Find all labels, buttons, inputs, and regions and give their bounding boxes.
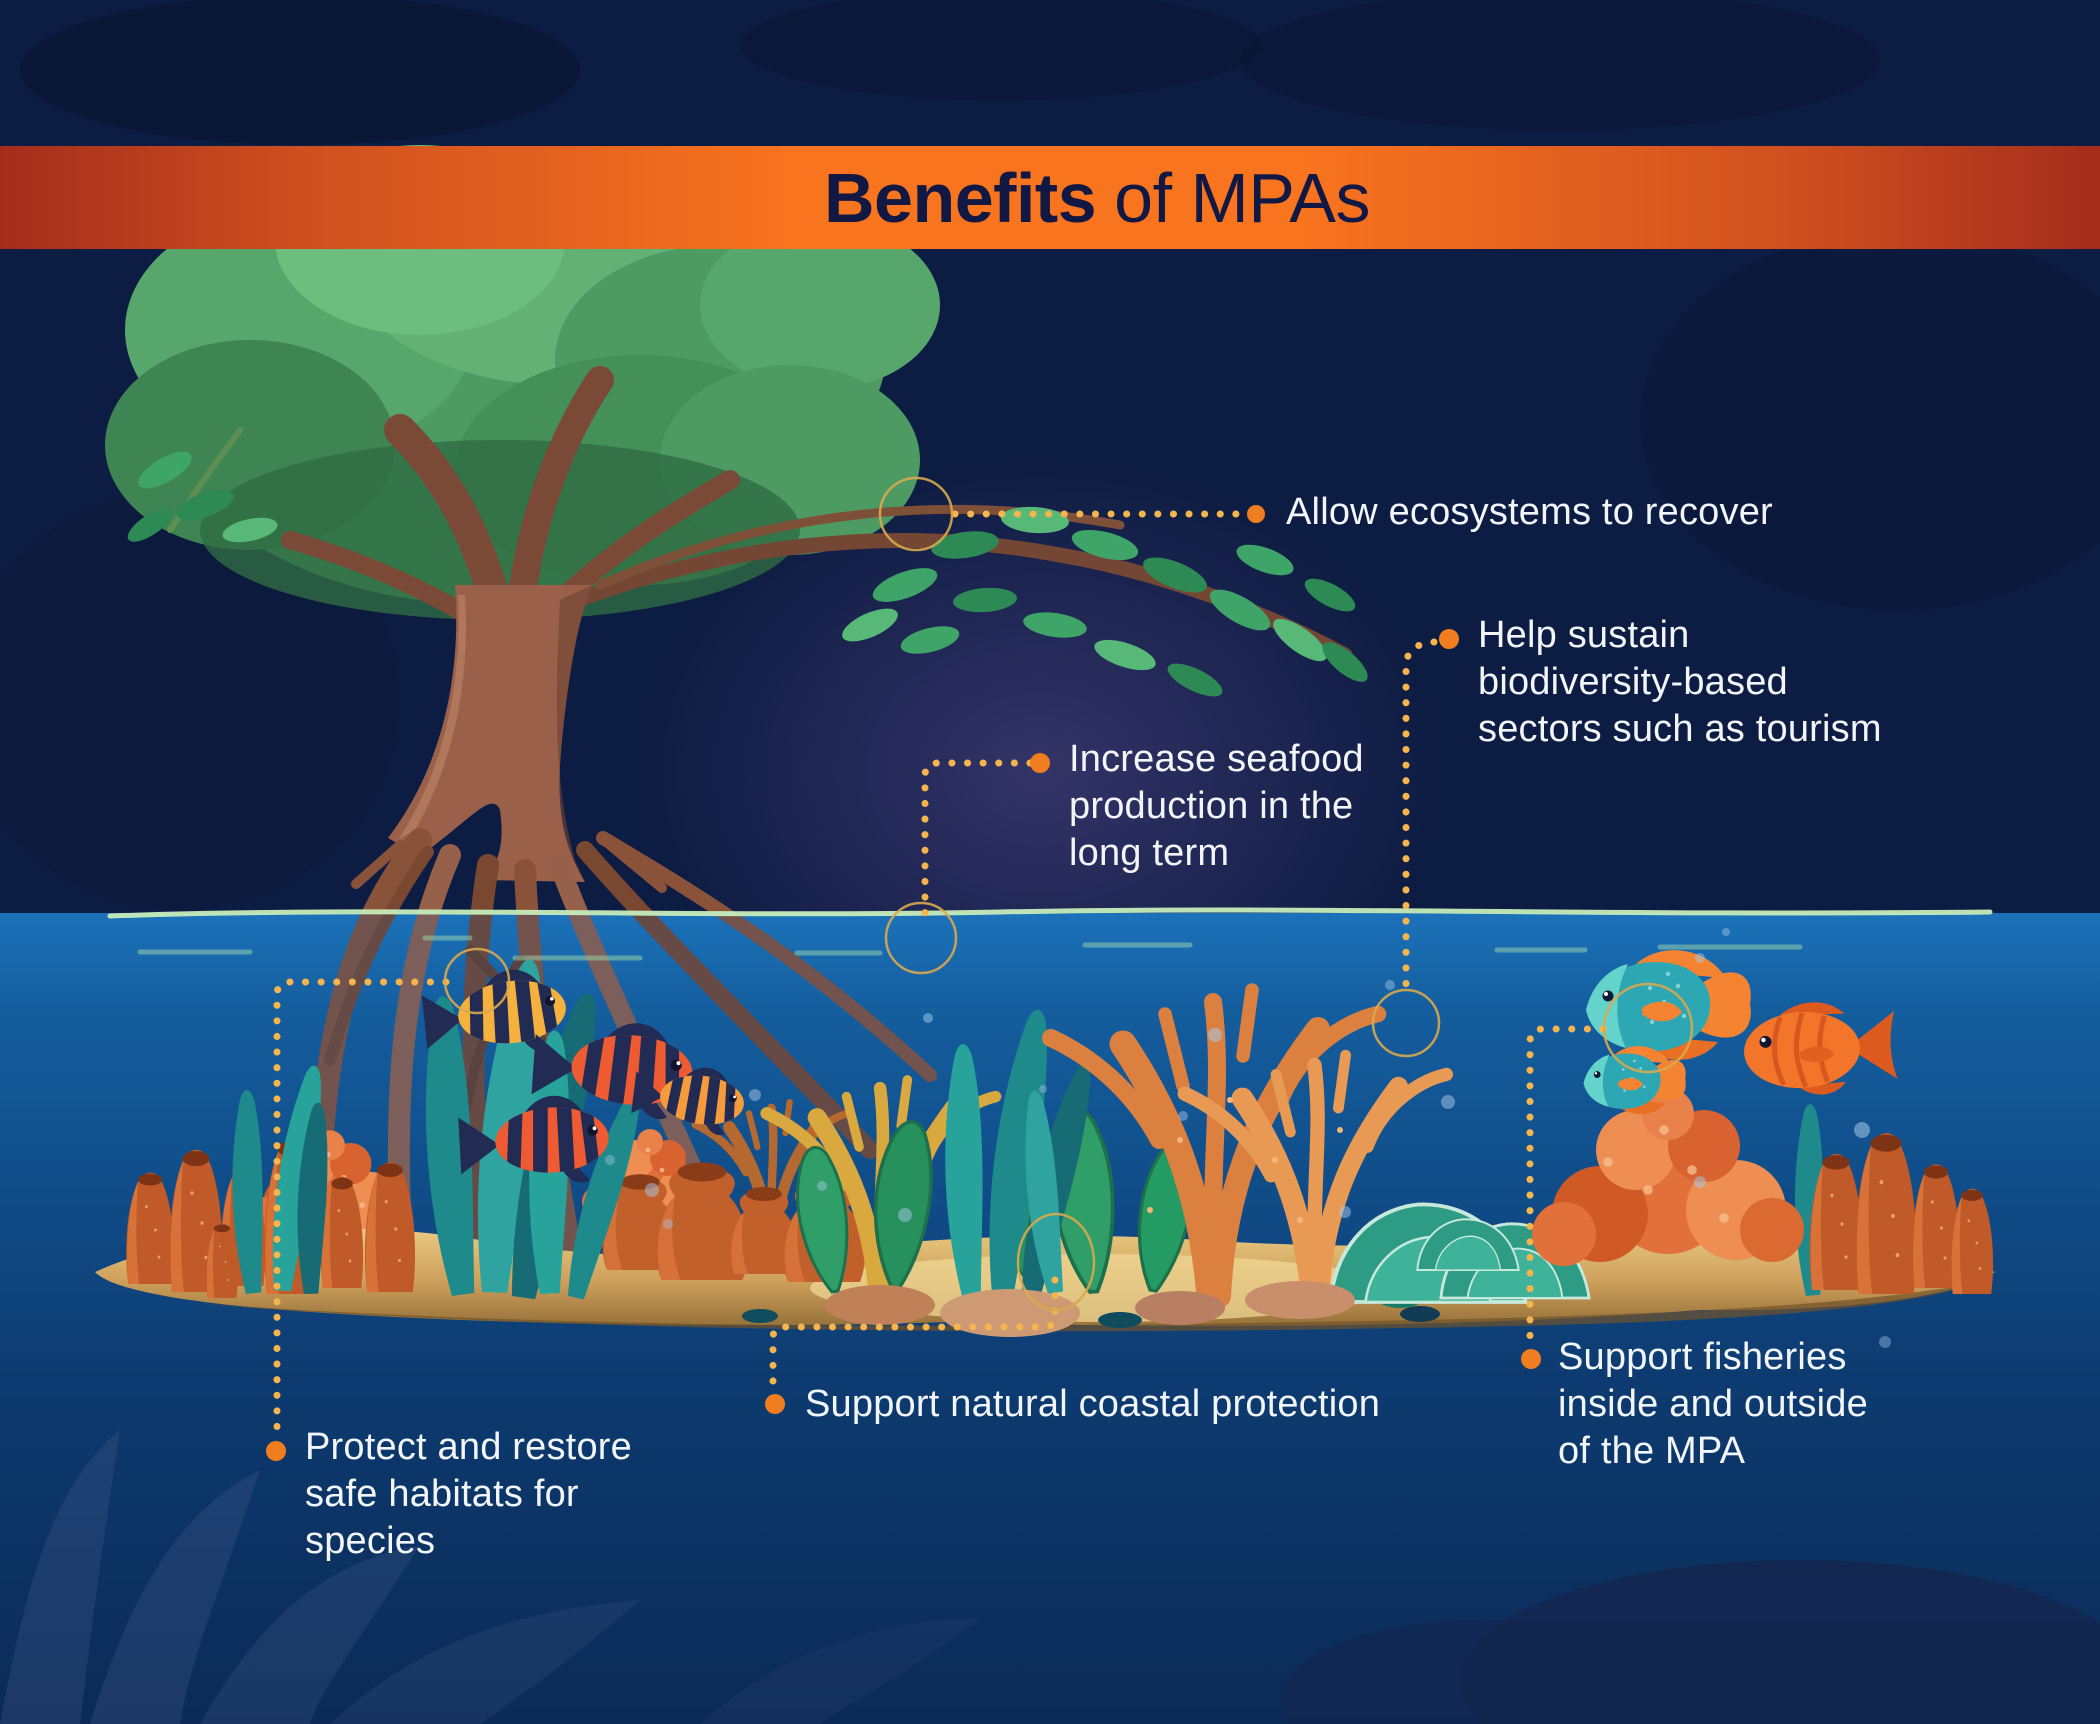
callout-text-line: safe habitats for (305, 1473, 579, 1515)
callout-safe-habitats: Protect and restore safe habitats for sp… (305, 1424, 632, 1565)
anchor-circle-seafood (884, 901, 958, 975)
callout-leader-lines (273, 510, 1607, 1440)
callout-sustain-tourism: Help sustain biodiversity-based sectors … (1478, 612, 1882, 753)
anchor-circle-coastal (1016, 1212, 1096, 1312)
bullet-fisheries (1521, 1349, 1541, 1369)
foreground-silhouettes (0, 1430, 2100, 1724)
callout-text-line: Increase seafood (1069, 738, 1364, 780)
callout-text-line: Protect and restore (305, 1426, 632, 1468)
callout-text-line: production in the (1069, 785, 1354, 827)
leader-line-coastal (769, 1276, 1059, 1392)
anchor-circle-habitats (443, 947, 511, 1015)
callout-allow-ecosystems: Allow ecosystems to recover (1286, 489, 1773, 536)
bullet-recover (1247, 505, 1265, 523)
leader-line-fisheries (1526, 1025, 1607, 1348)
callout-text-line: species (305, 1520, 436, 1562)
callout-text-line: Support fisheries (1558, 1336, 1847, 1378)
callout-text-line: Allow ecosystems to recover (1286, 491, 1773, 533)
tree-trunk (388, 585, 592, 882)
callout-text-line: sectors such as tourism (1478, 708, 1882, 750)
page-title-rest: of MPAs (1114, 158, 1370, 237)
callout-text-line: of the MPA (1558, 1430, 1746, 1472)
bullet-habitats (266, 1441, 286, 1461)
page-title: Benefits of MPAs (824, 146, 1370, 249)
bullet-tourism (1439, 629, 1459, 649)
coral-scallop-teal (1328, 1202, 1591, 1308)
bullet-seafood (1030, 753, 1050, 773)
waterline (107, 907, 1993, 961)
callout-text-line: inside and outside (1558, 1383, 1868, 1425)
callout-text-line: long term (1069, 832, 1230, 874)
branch-leaves (127, 451, 1368, 697)
leader-line-habitats (273, 978, 450, 1440)
callout-anchor-circles (443, 476, 1694, 1312)
anchor-circle-fisheries (1602, 982, 1694, 1074)
callout-seafood-production: Increase seafood production in the long … (1069, 736, 1364, 877)
callout-text-line: Help sustain (1478, 614, 1690, 656)
callout-coastal-protection: Support natural coastal protection (805, 1381, 1380, 1428)
coral-staghorn-orange (1051, 990, 1446, 1300)
callout-support-fisheries: Support fisheries inside and outside of … (1558, 1334, 1868, 1475)
anchor-circle-tourism (1371, 988, 1441, 1058)
callout-text-line: biodiversity-based (1478, 661, 1788, 703)
callout-text-line: Support natural coastal protection (805, 1383, 1381, 1425)
anchor-circle-recover (878, 476, 954, 552)
leader-line-seafood (921, 759, 1034, 922)
title-banner: Benefits of MPAs (0, 146, 2100, 249)
callout-bullets (266, 505, 1541, 1461)
page-title-bold: Benefits (824, 158, 1097, 237)
bullet-coastal (765, 1394, 785, 1414)
bubbles (605, 928, 1891, 1348)
